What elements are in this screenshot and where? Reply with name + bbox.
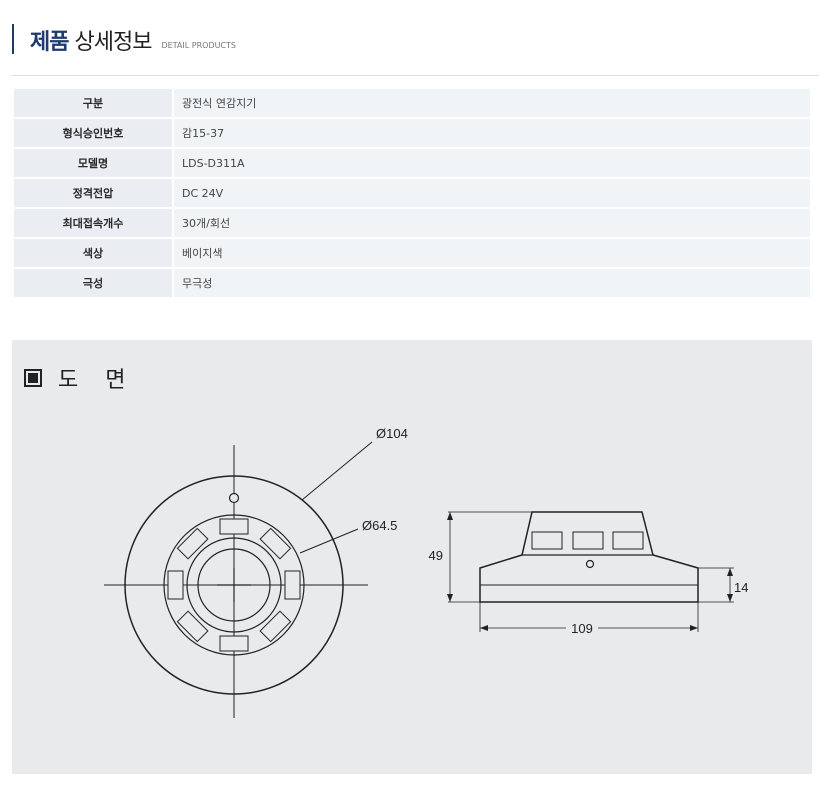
table-row: 색상 베이지색 [14,239,810,267]
title-strong: 제품 [30,30,69,55]
spec-label: 형식승인번호 [14,119,174,147]
technical-drawing: Ø104 Ø64.5 49 14 109 [104,426,748,718]
spec-value: 광전식 연감지기 [174,89,810,117]
spec-label: 구분 [14,89,174,117]
spec-value: 30개/회선 [174,209,810,237]
spec-label: 최대접속개수 [14,209,174,237]
drawing-title-text: 도 면 [58,368,136,393]
side-view [448,511,734,632]
title-subtitle: DETAIL PRODUCTS [161,41,237,50]
dim-height: 49 [429,548,443,563]
header-accent-bar [12,24,14,54]
table-row: 극성 무극성 [14,269,810,297]
table-row: 구분 광전식 연감지기 [14,89,810,117]
table-row: 형식승인번호 감15-37 [14,119,810,147]
spec-value: DC 24V [174,179,810,207]
spec-label: 정격전압 [14,179,174,207]
page-header: 제품 상세정보 DETAIL PRODUCTS [12,22,236,56]
spec-value: 무극성 [174,269,810,297]
table-row: 모델명 LDS-D311A [14,149,810,177]
drawing-title: 도 면 [24,362,135,394]
spec-value: LDS-D311A [174,149,810,177]
spec-label: 극성 [14,269,174,297]
spec-table: 구분 광전식 연감지기 형식승인번호 감15-37 모델명 LDS-D311A … [14,87,810,299]
spec-value: 베이지색 [174,239,810,267]
table-row: 최대접속개수 30개/회선 [14,209,810,237]
spec-label: 모델명 [14,149,174,177]
drawing-panel: 도 면 [12,340,812,774]
spec-label: 색상 [14,239,174,267]
title-normal: 상세정보 [74,30,152,55]
square-bullet-icon [24,369,42,387]
header-divider [12,75,819,76]
spec-value: 감15-37 [174,119,810,147]
table-row: 정격전압 DC 24V [14,179,810,207]
dim-inner-diameter: Ø64.5 [362,518,397,533]
dim-base-height: 14 [734,580,748,595]
dim-width: 109 [571,621,593,636]
dim-outer-diameter: Ø104 [376,426,408,441]
top-view [104,441,373,718]
